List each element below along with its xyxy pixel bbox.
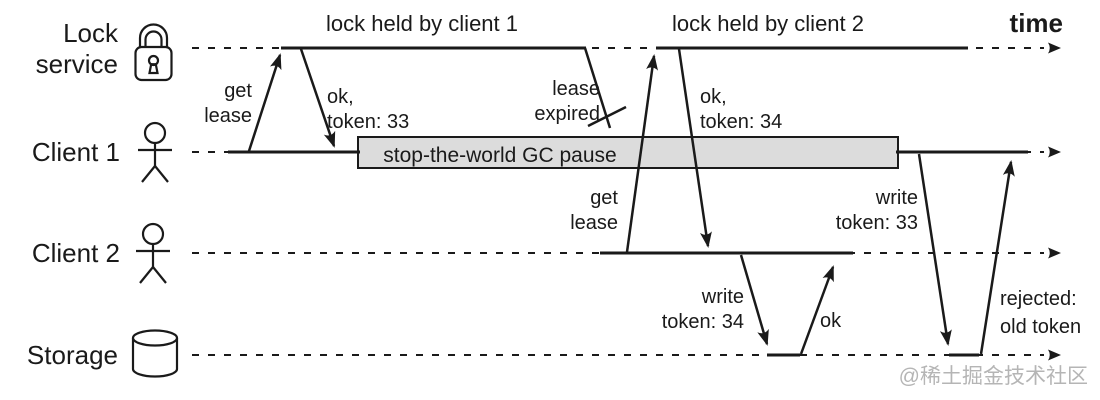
rejected-line1: rejected: — [1000, 288, 1077, 310]
lane-label-lock-service-line1: Lock — [63, 18, 119, 48]
lease-expired-line1: lease — [552, 78, 600, 100]
lock-held-client1-label: lock held by client 1 — [326, 11, 518, 36]
write-token34-line1: write — [701, 286, 744, 308]
write-token33-line1: write — [875, 187, 918, 209]
lane-label-client-1: Client 1 — [32, 137, 120, 167]
ok-ack-label: ok — [820, 310, 842, 332]
ok-token33-line1: ok, — [327, 86, 354, 108]
get-lease-c2-line2: lease — [570, 212, 618, 234]
arrow-ok-ack — [799, 265, 835, 355]
person-icon — [136, 121, 174, 184]
watermark: @稀土掘金技术社区 — [899, 365, 1088, 388]
lock-held-client2-label: lock held by client 2 — [672, 11, 864, 36]
lane-client-1: Client 1 — [32, 121, 174, 184]
arrow-write-token34 — [739, 254, 769, 346]
arrow-ok-token34 — [677, 48, 712, 248]
lane-label-storage: Storage — [27, 340, 118, 370]
ok-token33-line2: token: 33 — [327, 111, 409, 133]
gc-pause-block: stop-the-world GC pause — [357, 136, 899, 169]
lane-storage: Storage — [27, 329, 179, 378]
database-icon — [131, 329, 179, 378]
timelines — [192, 42, 1061, 361]
get-lease-c2-line1: get — [590, 187, 618, 209]
ok-token34-line1: ok, — [700, 86, 727, 108]
arrow-rejected — [979, 160, 1015, 355]
rejected-line2: old token — [1000, 316, 1081, 338]
lane-lock-service: Lock service — [36, 18, 173, 82]
get-lease-c1-line2: lease — [204, 105, 252, 127]
message-arrows — [247, 47, 1015, 355]
active-segments — [228, 46, 1028, 357]
lease-expired-line2: expired — [534, 103, 600, 125]
time-arrowhead-lock — [1048, 42, 1061, 54]
write-token33-line2: token: 33 — [836, 212, 918, 234]
person-icon — [134, 222, 172, 285]
arrow-get-lease-client1 — [247, 53, 282, 152]
time-arrowhead-client2 — [1048, 247, 1061, 259]
time-arrowhead-storage — [1048, 349, 1061, 361]
arrow-write-token33 — [917, 153, 952, 346]
write-token34-line2: token: 34 — [662, 311, 744, 333]
padlock-icon — [134, 23, 173, 82]
time-arrowhead-client1 — [1048, 146, 1061, 158]
lease-expired-cross — [587, 105, 627, 128]
lane-client-2: Client 2 — [32, 222, 172, 285]
lane-label-client-2: Client 2 — [32, 238, 120, 268]
annotations: lock held by client 1 lock held by clien… — [204, 8, 1088, 388]
get-lease-c1-line1: get — [224, 80, 252, 102]
arrow-ok-token33 — [299, 48, 336, 148]
ok-token34-line2: token: 34 — [700, 111, 782, 133]
time-label: time — [1010, 8, 1063, 38]
arrow-get-lease-client2 — [625, 54, 659, 253]
gc-pause-label: stop-the-world GC pause — [383, 144, 616, 167]
lease-expired-line — [583, 47, 612, 129]
lane-label-lock-service-line2: service — [36, 49, 118, 79]
